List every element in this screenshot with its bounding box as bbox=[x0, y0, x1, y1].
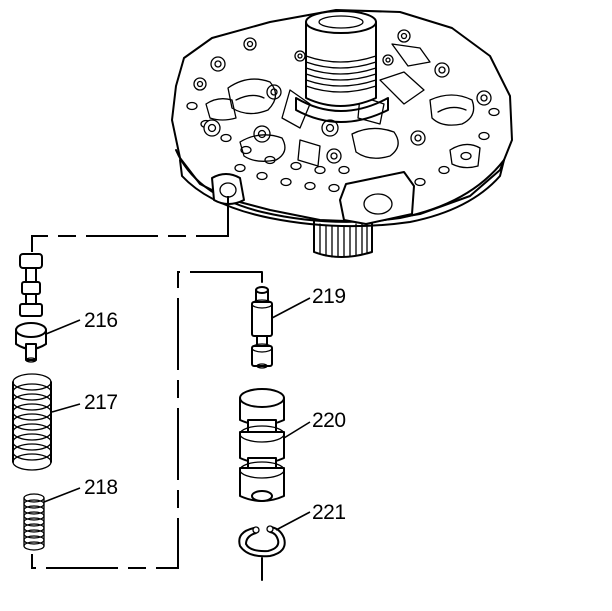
leader-220 bbox=[283, 421, 311, 439]
label-220: 220 bbox=[312, 409, 346, 432]
valve-219 bbox=[251, 286, 273, 369]
spring-217 bbox=[12, 373, 52, 471]
label-217: 217 bbox=[84, 391, 118, 414]
assembly-path-left-top bbox=[31, 196, 229, 252]
spring-218 bbox=[23, 493, 45, 551]
rim-holes bbox=[186, 101, 500, 193]
label-218: 218 bbox=[84, 476, 118, 499]
assembly-lines bbox=[31, 196, 263, 581]
bolt-bosses bbox=[193, 29, 492, 164]
front-boss bbox=[211, 171, 415, 225]
label-216: 216 bbox=[84, 309, 118, 332]
label-219: 219 bbox=[312, 285, 346, 308]
pump-body-illustration bbox=[171, 9, 513, 258]
assembly-path-loop bbox=[31, 271, 262, 569]
leader-221 bbox=[275, 511, 311, 531]
valve-220 bbox=[239, 388, 285, 502]
leader-219 bbox=[271, 297, 311, 319]
leader-217 bbox=[51, 403, 81, 413]
stator-shaft bbox=[295, 10, 389, 123]
leader-216 bbox=[45, 319, 81, 335]
retaining-ring-221 bbox=[238, 525, 286, 558]
label-221: 221 bbox=[312, 501, 346, 524]
valve-bores bbox=[205, 43, 481, 169]
valve-216 bbox=[15, 253, 47, 363]
leader-218 bbox=[43, 487, 81, 503]
